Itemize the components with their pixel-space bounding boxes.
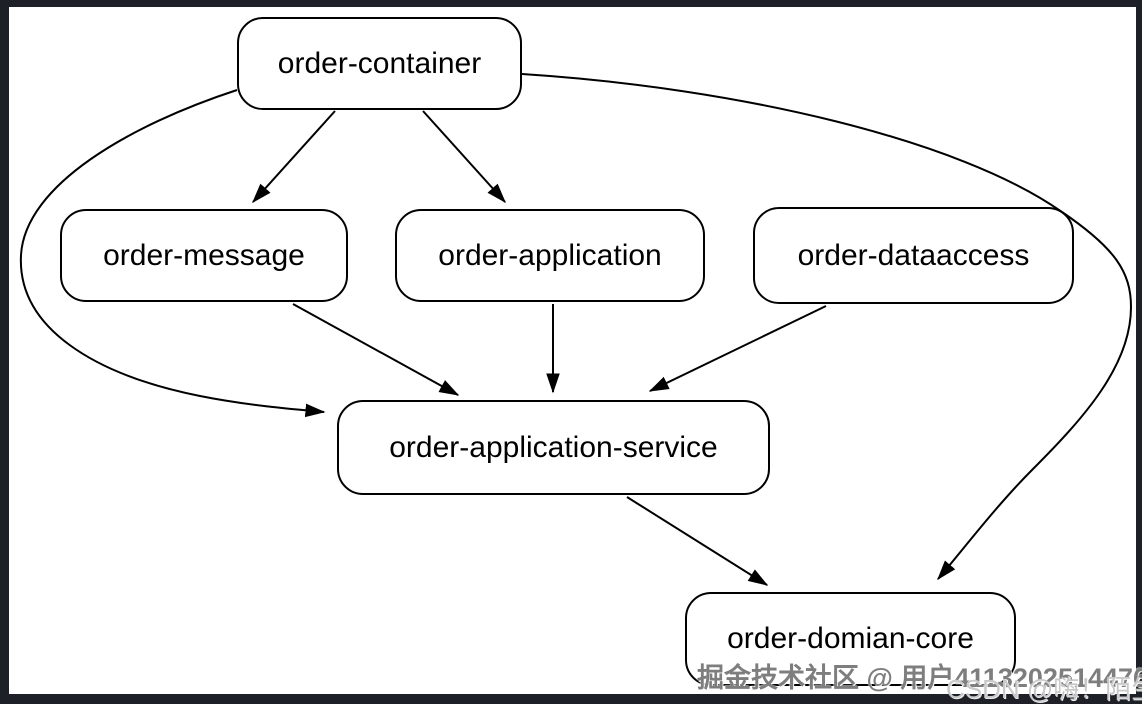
node-order-dataaccess: order-dataaccess <box>753 207 1074 304</box>
node-order-domian-core: order-domian-core <box>685 592 1016 686</box>
node-order-message: order-message <box>60 209 348 302</box>
node-order-application-service: order-application-service <box>337 400 770 495</box>
node-order-container: order-container <box>237 17 522 110</box>
diagram-canvas <box>9 7 1136 694</box>
node-order-application: order-application <box>395 209 705 302</box>
